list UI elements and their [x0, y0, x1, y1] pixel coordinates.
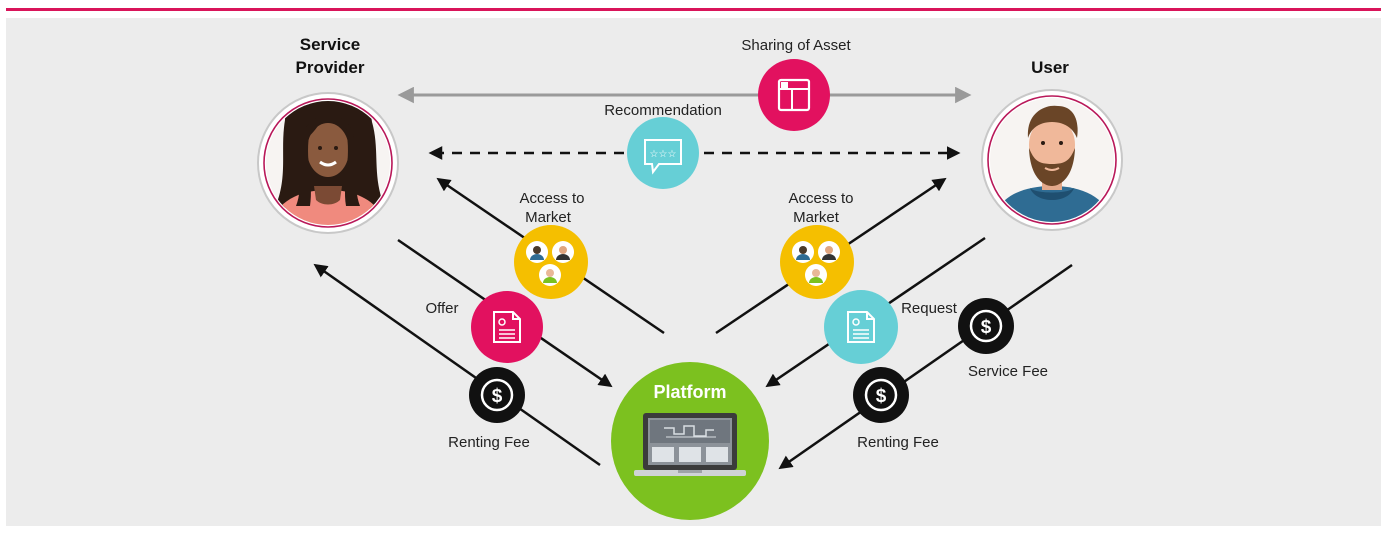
access-market-left-label-line1: Access to	[519, 190, 584, 207]
sharing-of-asset-label: Sharing of Asset	[741, 37, 851, 54]
service-provider-label-line1: Service	[300, 35, 361, 54]
recommendation-label: Recommendation	[604, 102, 722, 119]
people-group-icon	[526, 241, 574, 286]
recommendation-node: ☆☆☆	[627, 117, 699, 189]
access-market-right-label-line1: Access to	[788, 190, 853, 207]
user-avatar	[981, 89, 1123, 231]
renting-fee-left-label: Renting Fee	[448, 434, 530, 451]
access-market-right-label-line2: Market	[793, 209, 840, 226]
dollar-icon: $	[864, 378, 898, 412]
request-node	[824, 290, 898, 364]
service-fee-node: $	[958, 298, 1014, 354]
offer-node	[471, 291, 543, 363]
sharing-of-asset-node	[758, 59, 830, 131]
asset-share-icon	[777, 78, 811, 112]
laptop-icon	[634, 413, 746, 476]
platform-label: Platform	[653, 382, 726, 402]
service-fee-label: Service Fee	[968, 363, 1048, 380]
speech-bubble-stars-icon: ☆☆☆	[644, 139, 682, 175]
dollar-icon: $	[969, 309, 1003, 343]
fee-arrow-right	[778, 263, 1073, 470]
document-icon	[847, 311, 875, 343]
svg-text:$: $	[981, 317, 992, 338]
renting-fee-node-right: $	[853, 367, 909, 423]
access-market-node-right	[780, 225, 854, 299]
user-label: User	[1031, 58, 1069, 77]
access-market-left-label-line2: Market	[525, 209, 572, 226]
people-group-icon	[792, 241, 840, 286]
svg-text:$: $	[492, 386, 503, 407]
renting-fee-right-label: Renting Fee	[857, 434, 939, 451]
request-label: Request	[901, 300, 958, 317]
offer-label: Offer	[425, 300, 458, 317]
svg-text:☆☆☆: ☆☆☆	[650, 149, 677, 160]
document-icon	[493, 311, 521, 343]
top-accent-line	[6, 8, 1381, 11]
svg-text:$: $	[876, 386, 887, 407]
dollar-icon: $	[480, 378, 514, 412]
service-provider-label-line2: Provider	[296, 58, 365, 77]
renting-fee-node-left: $	[469, 367, 525, 423]
renting-fee-arrow-left	[313, 263, 601, 467]
service-provider-avatar	[257, 92, 399, 234]
access-market-node-left	[514, 225, 588, 299]
